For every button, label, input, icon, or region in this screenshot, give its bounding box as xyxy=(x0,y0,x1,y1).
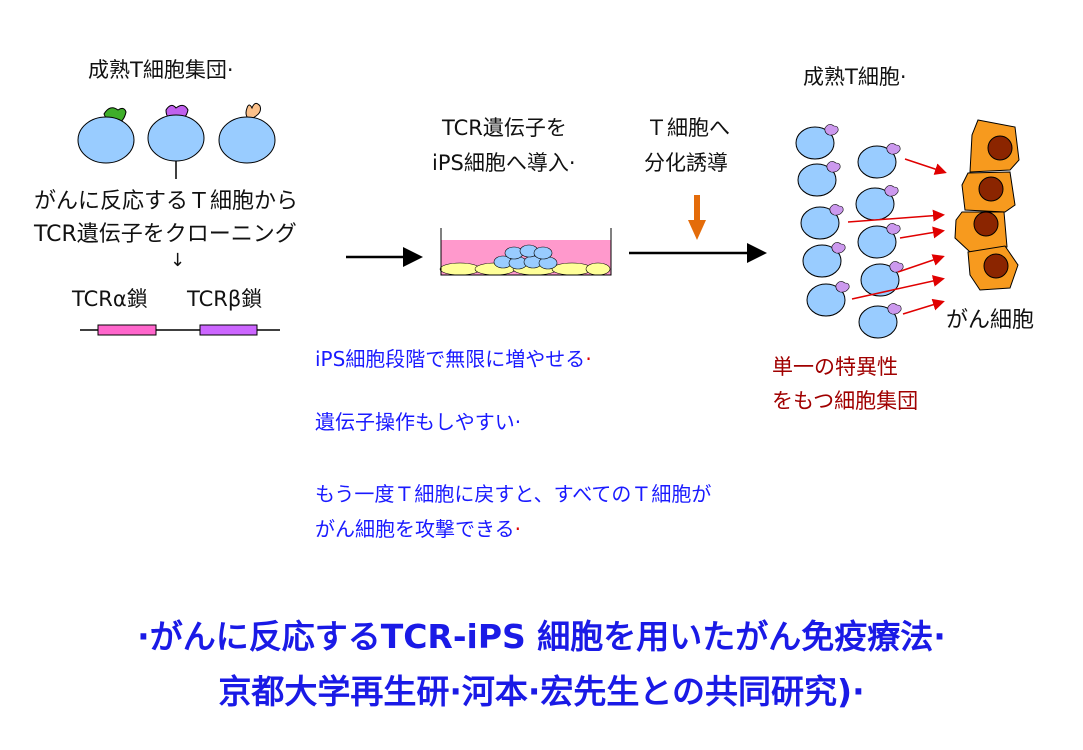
ips-culture-dish xyxy=(439,228,612,276)
t-cell xyxy=(857,145,897,179)
note-return-line1: もう一度Ｔ細胞に戻すと、すべてのＴ細胞が xyxy=(315,482,712,506)
tcr-alpha-label: TCRα鎖 xyxy=(72,287,148,311)
title-line1: ·がんに反応するTCR-iPS 細胞を用いたがん免疫療法· xyxy=(137,617,946,656)
t-cell xyxy=(857,225,897,259)
down-arrow-icon: ↓ xyxy=(170,250,186,271)
cancer-cell-label: がん細胞 xyxy=(946,308,1035,333)
diff-line2: 分化誘導 xyxy=(644,151,728,175)
tcr-receptor xyxy=(884,185,899,197)
t-cell xyxy=(806,283,846,317)
intro-line1: TCR遺伝子を xyxy=(442,116,567,140)
specificity-line1: 単一の特異性 xyxy=(772,355,898,379)
tcr-receptor xyxy=(886,143,901,155)
t-cell xyxy=(800,206,840,240)
diff-line1: Ｔ細胞へ xyxy=(646,116,730,140)
tcr-beta-label: TCRβ鎖 xyxy=(187,287,263,311)
title-line2: 京都大学再生研·河本·宏先生との共同研究)· xyxy=(218,672,865,711)
intro-line2: iPS細胞へ導入· xyxy=(432,151,576,175)
tcr-receptor xyxy=(835,281,850,293)
t-cell xyxy=(858,305,898,339)
specificity-line2: をもつ細胞集団 xyxy=(772,389,919,413)
tcr-receptor xyxy=(887,303,902,315)
t-cell xyxy=(860,263,900,297)
clone-text-line2: TCR遺伝子をクローニング xyxy=(34,222,297,247)
t-cell xyxy=(797,163,837,197)
population-label: 成熟T細胞集団· xyxy=(88,58,234,82)
orange-down-arrow-icon xyxy=(688,220,706,240)
t-cell xyxy=(802,244,842,278)
tcr-receptor xyxy=(889,261,904,273)
cancer-cells xyxy=(954,119,1020,291)
attack-arrows xyxy=(847,158,947,315)
note-expand: iPS細胞段階で無限に増やせる· xyxy=(315,347,592,371)
mature-t-cell-label: 成熟T細胞· xyxy=(803,65,907,89)
t-cell-peach-receptor xyxy=(218,102,276,164)
tcr-receptor xyxy=(886,223,901,235)
tcr-receptor xyxy=(831,242,846,254)
t-cell-green-receptor xyxy=(77,107,135,164)
note-gene-editing: 遺伝子操作もしやすい· xyxy=(315,410,522,434)
t-cell xyxy=(795,126,835,160)
t-cell-purple-receptor xyxy=(147,104,205,162)
tcr-receptor xyxy=(824,124,839,136)
tcr-gene-construct xyxy=(80,324,280,336)
mature-t-cells xyxy=(795,124,904,339)
tcr-receptor xyxy=(826,161,841,173)
clone-text-line1: がんに反応するＴ細胞から xyxy=(34,189,299,214)
tcr-receptor xyxy=(829,204,844,216)
note-return-line2: がん細胞を攻撃できる· xyxy=(315,517,521,541)
